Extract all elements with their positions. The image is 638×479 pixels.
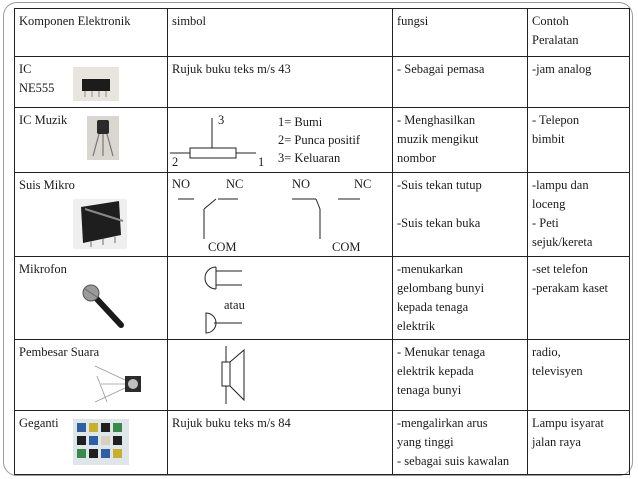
loudspeaker-image — [89, 362, 151, 406]
function-cell: -Suis tekan tutup -Suis tekan buka — [392, 172, 528, 257]
function-line: - sebagai suis kawalan — [397, 454, 510, 468]
function-cell: - Menukar tenaga elektrik kepada tenaga … — [392, 339, 528, 411]
function-line: muzik mengikut — [397, 132, 479, 146]
function-line: -mengalirkan arus — [397, 416, 488, 430]
component-name-line1: IC — [19, 62, 32, 76]
micro-switch-symbol: NO NC NO NC COM COM — [172, 177, 371, 253]
legend-line: 1= Bumi — [278, 115, 323, 129]
ic-chip-image — [73, 67, 119, 101]
component-cell: Suis Mikro — [14, 172, 168, 257]
header-example-line1: Contoh — [532, 14, 569, 28]
symbol-cell: 3 2 1 1= Bumi 2= Punca positif 3= Keluar… — [167, 107, 393, 173]
microphone-image — [79, 283, 127, 329]
com-label: COM — [208, 240, 236, 253]
example-line: radio, — [532, 345, 561, 359]
header-component: Komponen Elektronik — [14, 8, 168, 57]
table-row: Pembesar Suara - Menukar tenaga elekt — [14, 339, 630, 411]
microphone-symbol: atau — [204, 266, 246, 334]
loudspeaker-symbol — [221, 346, 245, 404]
slide-frame — [3, 2, 633, 476]
function-line: - Menghasilkan — [397, 113, 476, 127]
example-cell: -jam analog — [527, 56, 630, 108]
table-row: Geganti Rujuk buku teks m/s 84 -mengalir… — [14, 410, 630, 475]
function-line: gelombang bunyi — [397, 281, 485, 295]
function-line: elektrik — [397, 319, 436, 333]
symbol-cell: Rujuk buku teks m/s 43 — [167, 56, 393, 108]
function-cell: -menukarkan gelombang bunyi kepada tenag… — [392, 256, 528, 340]
example-cell: Lampu isyarat jalan raya — [527, 410, 630, 475]
pin-1-label: 1 — [258, 155, 264, 168]
pin-3-label: 3 — [218, 113, 224, 127]
table-row: IC Muzik 3 2 1 1= Bumi 2= Punca positif — [14, 107, 630, 173]
function-line: - Menukar tenaga — [397, 345, 486, 359]
component-name: Geganti — [19, 416, 59, 430]
header-symbol: simbol — [167, 8, 393, 57]
legend-line: 3= Keluaran — [278, 151, 341, 165]
function-line: -Suis tekan buka — [397, 216, 481, 230]
function-line: kepada tenaga — [397, 300, 469, 314]
no-label: NO — [172, 177, 190, 191]
symbol-cell: Rujuk buku teks m/s 84 — [167, 410, 393, 475]
function-cell: - Menghasilkan muzik mengikut nombor — [392, 107, 528, 173]
micro-switch-image — [73, 199, 127, 249]
component-cell: IC Muzik — [14, 107, 168, 173]
component-name-line2: NE555 — [19, 81, 55, 95]
com-label: COM — [332, 240, 360, 253]
example-line: bimbit — [532, 132, 565, 146]
example-line: - Peti — [532, 216, 559, 230]
example-line: Lampu isyarat — [532, 416, 604, 430]
example-line: sejuk/kereta — [532, 235, 593, 249]
component-name: Suis Mikro — [19, 178, 75, 192]
header-row: Komponen Elektronik simbol fungsi Contoh… — [14, 8, 630, 57]
symbol-cell: NO NC NO NC COM COM — [167, 172, 393, 257]
example-line: -jam analog — [532, 62, 592, 76]
function-line: -Suis tekan tutup — [397, 178, 482, 192]
example-line: - Telepon — [532, 113, 580, 127]
function-line: -menukarkan — [397, 262, 463, 276]
component-cell: Geganti — [14, 410, 168, 475]
example-line: televisyen — [532, 364, 583, 378]
component-cell: IC NE555 — [14, 56, 168, 108]
component-table: Komponen Elektronik simbol fungsi Contoh… — [14, 8, 630, 475]
header-example-line2: Peralatan — [532, 33, 579, 47]
header-example: Contoh Peralatan — [527, 8, 630, 57]
function-cell: -mengalirkan arus yang tinggi - sebagai … — [392, 410, 528, 475]
table-row: Suis Mikro NO NC NO NC COM — [14, 172, 630, 257]
example-cell: -lampu dan loceng - Peti sejuk/kereta — [527, 172, 630, 257]
example-cell: radio, televisyen — [527, 339, 630, 411]
music-ic-symbol: 3 2 1 1= Bumi 2= Punca positif 3= Keluar… — [170, 113, 361, 168]
function-cell: - Sebagai pemasa — [392, 56, 528, 108]
table-row: Mikrofon atau -menukarkan gelombang buny… — [14, 256, 630, 340]
example-line: -perakam kaset — [532, 281, 609, 295]
component-name: Mikrofon — [19, 262, 67, 276]
function-line: tenaga bunyi — [397, 383, 462, 397]
legend-line: 2= Punca positif — [278, 133, 361, 147]
symbol-cell: atau — [167, 256, 393, 340]
component-cell: Mikrofon — [14, 256, 168, 340]
music-ic-image — [87, 116, 119, 160]
example-cell: - Telepon bimbit — [527, 107, 630, 173]
example-line: loceng — [532, 197, 566, 211]
component-cell: Pembesar Suara — [14, 339, 168, 411]
example-line: jalan raya — [532, 435, 581, 449]
example-line: -set telefon — [532, 262, 588, 276]
function-line: yang tinggi — [397, 435, 454, 449]
component-name: Pembesar Suara — [19, 345, 100, 359]
table-row: IC NE555 Rujuk buku teks m/s 43 - Sebaga… — [14, 56, 630, 108]
no-label: NO — [292, 177, 310, 191]
or-label: atau — [224, 298, 246, 312]
component-name: IC Muzik — [19, 113, 68, 127]
symbol-cell — [167, 339, 393, 411]
nc-label: NC — [226, 177, 243, 191]
relay-image — [73, 419, 129, 465]
header-function: fungsi — [392, 8, 528, 57]
pin-2-label: 2 — [172, 155, 178, 168]
example-line: -lampu dan — [532, 178, 589, 192]
function-line: elektrik kepada — [397, 364, 474, 378]
example-cell: -set telefon -perakam kaset — [527, 256, 630, 340]
function-line: nombor — [397, 151, 436, 165]
function-line: - Sebagai pemasa — [397, 62, 485, 76]
nc-label: NC — [354, 177, 371, 191]
